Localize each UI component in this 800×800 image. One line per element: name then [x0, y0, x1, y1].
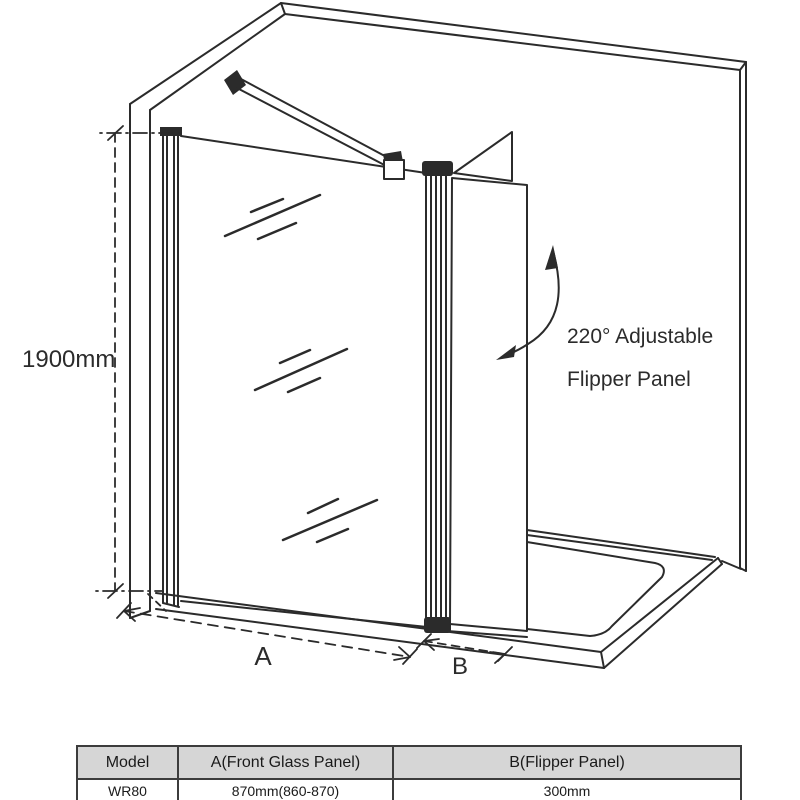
shower-enclosure-diagram: 1900mm 220° Adjustable Flipper Panel A B — [22, 2, 747, 680]
rotation-arrow — [496, 245, 560, 360]
wall-profile — [160, 127, 182, 608]
height-dimension-label: 1900mm — [22, 346, 115, 373]
dimension-b-label: B — [452, 653, 468, 680]
support-bar — [224, 70, 405, 180]
header-flipper-panel: B(Flipper Panel) — [392, 745, 742, 780]
spec-table: Model A(Front Glass Panel) B(Flipper Pan… — [76, 745, 742, 800]
dimension-b-line — [416, 633, 513, 664]
glass-shine-marks — [223, 193, 379, 544]
spec-table-header-row: Model A(Front Glass Panel) B(Flipper Pan… — [76, 745, 742, 780]
header-front-glass-panel: A(Front Glass Panel) — [177, 745, 394, 780]
dimension-a-line — [116, 602, 418, 665]
cell-front-glass-panel: 870mm(860-870) — [177, 778, 394, 800]
flipper-panel-swung-position — [453, 131, 513, 182]
room-walls — [129, 2, 747, 619]
shower-tray — [155, 529, 723, 669]
hinge-post — [422, 161, 453, 633]
dimension-lines — [95, 125, 513, 665]
annotation-line1: 220° Adjustable — [567, 325, 713, 348]
dimension-a-label: A — [254, 641, 272, 671]
cell-model: WR80 — [76, 778, 179, 800]
annotation-line2: Flipper Panel — [567, 368, 691, 391]
front-glass-panel — [180, 135, 428, 628]
flipper-panel — [449, 131, 528, 632]
cell-flipper-panel: 300mm — [392, 778, 742, 800]
spec-table-row: WR80 870mm(860-870) 300mm — [76, 778, 742, 800]
header-model: Model — [76, 745, 179, 780]
